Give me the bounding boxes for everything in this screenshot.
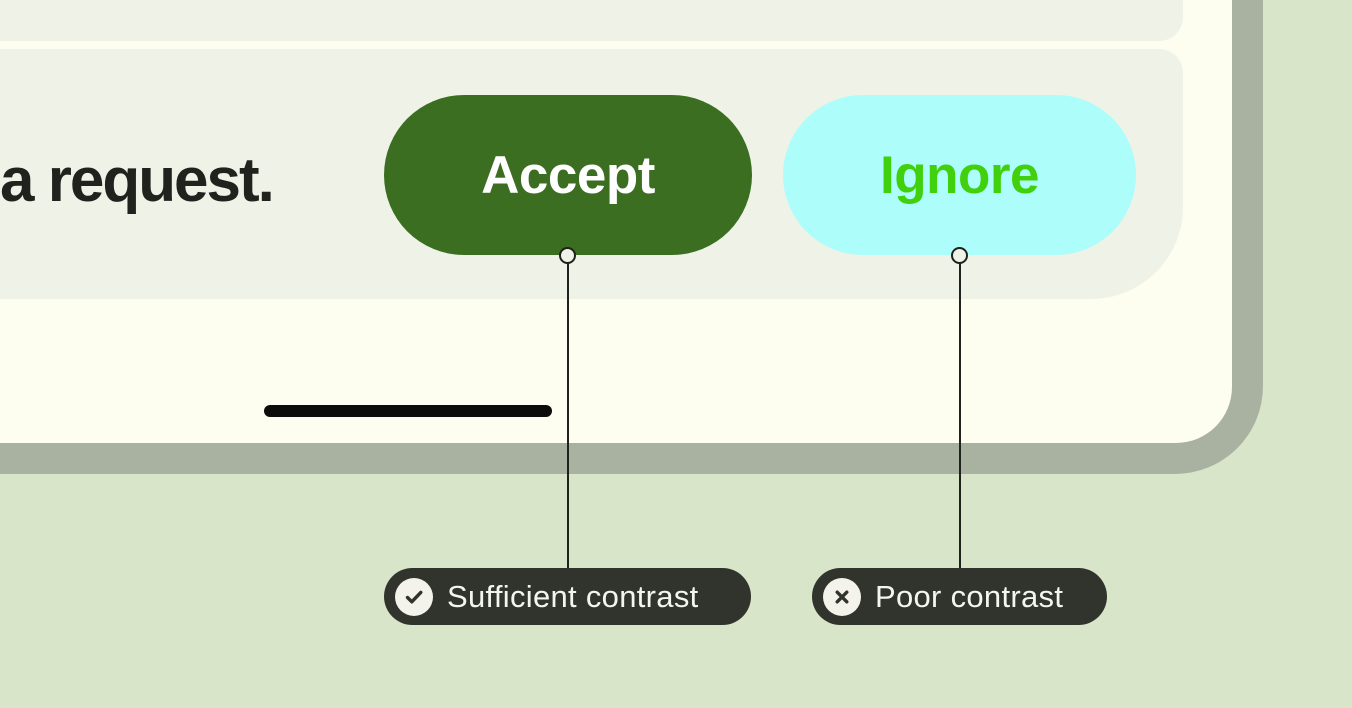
ignore-button[interactable]: Ignore: [783, 95, 1136, 255]
callout-poor-contrast: Poor contrast: [812, 568, 1107, 625]
callout-sufficient-contrast: Sufficient contrast: [384, 568, 751, 625]
message-text: a request.: [0, 146, 275, 215]
connector-line-ignore: [959, 256, 961, 568]
x-circle-icon: [823, 577, 861, 616]
callout-sufficient-label: Sufficient contrast: [447, 578, 699, 614]
callout-poor-label: Poor contrast: [875, 578, 1064, 614]
home-indicator: [264, 405, 552, 417]
connector-dot-ignore: [951, 247, 968, 264]
connector-dot-accept: [559, 247, 576, 264]
check-circle-icon: [395, 577, 433, 616]
list-item-top: [0, 0, 1183, 41]
connector-line-accept: [567, 256, 569, 568]
accept-button[interactable]: Accept: [384, 95, 752, 255]
